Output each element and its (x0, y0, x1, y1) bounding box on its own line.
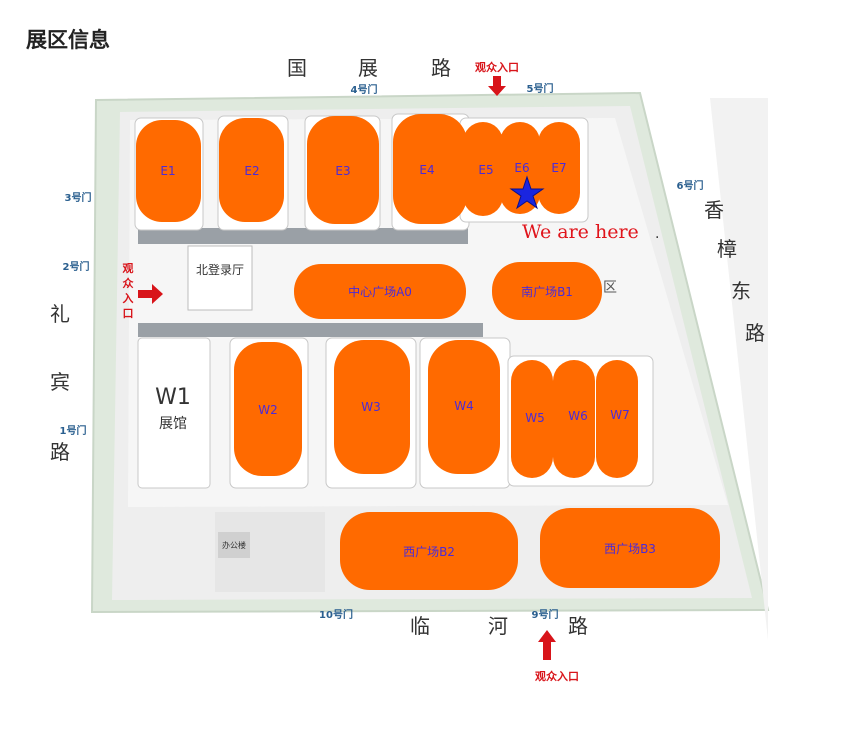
south-entrance-arrow-icon (538, 630, 556, 660)
w1-sub-label: 展馆 (159, 416, 187, 432)
east-road-char-2: 樟 (717, 237, 737, 261)
gate-3: 3号门 (65, 191, 92, 204)
west-road-char-2: 宾 (50, 370, 70, 394)
plaza-b2-label: 西广场B2 (403, 545, 455, 559)
hall-e7[interactable] (538, 122, 580, 214)
hall-w6[interactable] (553, 360, 595, 478)
hall-w3-label: W3 (361, 400, 381, 414)
gate-6: 6号门 (677, 179, 704, 192)
south-road-char-3: 路 (568, 614, 588, 638)
w1-label: W1 (155, 385, 191, 410)
office-building (218, 532, 250, 558)
west-entrance-char-3: 入 (123, 292, 134, 305)
east-road-strip (710, 98, 768, 640)
plaza-b1-label: 南广场B1 (521, 284, 573, 299)
hall-e6-label: E6 (514, 161, 529, 175)
plaza-b3[interactable] (540, 508, 720, 588)
east-road-char-1: 香 (704, 198, 724, 222)
west-entrance-char-1: 观 (123, 262, 134, 275)
plaza-a0-label: 中心广场A0 (348, 284, 412, 299)
hall-w5[interactable] (511, 360, 553, 478)
plaza-b3-label: 西广场B3 (604, 542, 656, 556)
hall-w2[interactable] (234, 342, 302, 476)
marker-dot: . (655, 226, 659, 242)
gate-10: 10号门 (319, 608, 353, 621)
star-icon (509, 175, 545, 210)
gate-5: 5号门 (527, 82, 554, 95)
south-corridor (138, 323, 483, 337)
hall-w4-label: W4 (454, 399, 474, 413)
plaza-b2[interactable] (340, 512, 518, 590)
hall-e4[interactable] (393, 114, 467, 224)
hall-w7[interactable] (596, 360, 638, 478)
plaza-b1[interactable] (492, 262, 602, 320)
gate-2: 2号门 (63, 260, 90, 273)
hall-e2-label: E2 (244, 164, 259, 178)
gate-4: 4号门 (351, 83, 378, 96)
south-road-char-2: 河 (488, 614, 508, 638)
hall-e7-label: E7 (551, 161, 566, 175)
hall-e4-label: E4 (419, 163, 434, 177)
hall-e3-label: E3 (335, 164, 350, 178)
east-road-char-3: 东 (731, 279, 751, 303)
south-entrance-label: 观众入口 (535, 669, 579, 683)
registration-building (187, 245, 253, 311)
west-entrance-char-4: 口 (123, 307, 134, 320)
hall-w7-label: W7 (610, 408, 630, 422)
gate-9: 9号门 (532, 608, 559, 621)
hall-e1[interactable] (136, 120, 201, 222)
hall-e5[interactable] (463, 122, 503, 216)
registration-label: 北登录厅 (196, 262, 244, 277)
hall-e3[interactable] (307, 116, 379, 224)
east-road-char-4: 路 (745, 321, 765, 345)
hall-w5-label: W5 (525, 411, 545, 425)
north-road-char-3: 路 (431, 56, 451, 80)
west-entrance-char-2: 众 (123, 276, 135, 290)
hall-e1-label: E1 (160, 164, 175, 178)
hall-w4[interactable] (428, 340, 500, 474)
we-are-here-label: We are here (522, 221, 639, 243)
hall-w6-label: W6 (568, 409, 588, 423)
hall-e5-label: E5 (478, 163, 493, 177)
hall-w2-label: W2 (258, 403, 278, 417)
zone-char: 区 (603, 280, 617, 296)
north-road-char-1: 国 (287, 56, 307, 80)
gate-1: 1号门 (60, 424, 87, 437)
w1-building (137, 337, 211, 489)
north-road-char-2: 展 (358, 56, 378, 80)
page-title: 展区信息 (26, 28, 110, 52)
south-road-char-1: 临 (410, 614, 430, 638)
hall-w3[interactable] (334, 340, 410, 474)
office-label: 办公楼 (222, 540, 246, 550)
west-road-char-3: 路 (50, 440, 70, 464)
north-entrance-arrow-icon (488, 76, 506, 96)
plaza-a0[interactable] (294, 264, 466, 319)
west-road-char-1: 礼 (50, 302, 70, 326)
west-entrance-arrow-icon (138, 284, 163, 304)
hall-e2[interactable] (219, 118, 284, 222)
north-corridor (138, 228, 468, 244)
north-entrance-label: 观众入口 (475, 60, 519, 74)
